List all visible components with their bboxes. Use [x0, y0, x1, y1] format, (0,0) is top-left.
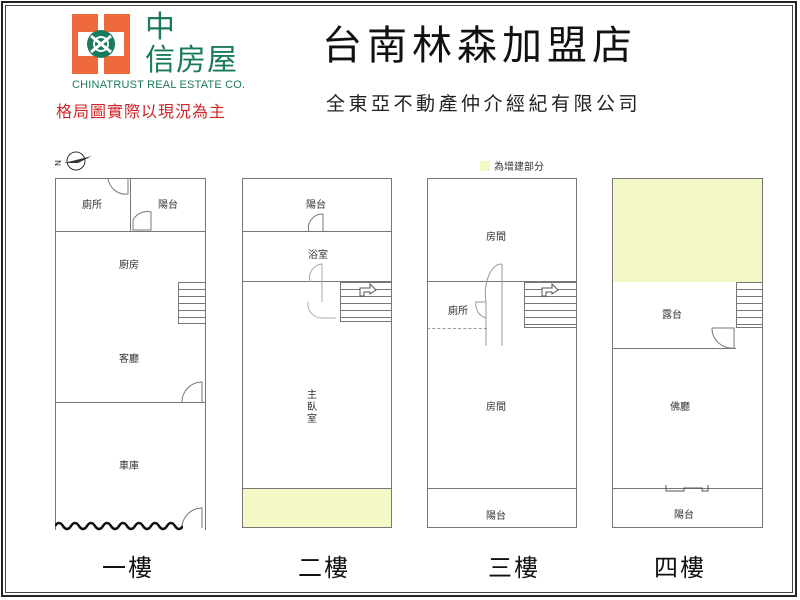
room-bedroom-3f-front: 房間 [486, 232, 506, 243]
room-terrace-4f: 露台 [662, 310, 682, 321]
sliding-door-icon [665, 485, 709, 492]
svg-text:N: N [54, 160, 63, 166]
door-icon [307, 263, 336, 319]
room-kitchen-1f: 廚房 [119, 260, 139, 271]
door-icon [711, 327, 735, 349]
brand-name-en: CHINATRUST REAL ESTATE CO. [72, 79, 246, 91]
room-balcony-1f: 陽台 [158, 200, 178, 211]
company-name: 全東亞不動產仲介經紀有限公司 [326, 93, 642, 115]
floor-plan-2f [242, 178, 392, 528]
garage-shutter-icon [55, 521, 183, 531]
stair-direction-arrow-icon [541, 282, 559, 297]
room-balcony-4f: 陽台 [674, 510, 694, 521]
room-master-bedroom-2f: 主 臥 室 [307, 390, 317, 425]
room-buddha-hall-4f: 佛廳 [670, 402, 690, 413]
floor-plan-3f [427, 178, 577, 528]
room-garage-1f: 車庫 [119, 461, 139, 472]
floor-plan-1f [55, 178, 206, 530]
stairs-4f [736, 282, 763, 328]
room-living-1f: 客廳 [119, 354, 139, 365]
room-toilet-1f: 廁所 [82, 200, 102, 211]
floor-label-4f: 四樓 [654, 554, 706, 582]
door-icon [181, 507, 203, 529]
inner-frame [5, 5, 793, 593]
store-title: 台南林森加盟店 [322, 23, 637, 69]
brand-name-cn-line1: 中 [145, 10, 175, 45]
room-toilet-3f: 廁所 [448, 306, 468, 317]
added-area-4f [613, 179, 762, 282]
chinatrust-logo-icon [72, 14, 130, 74]
disclaimer: 格局圖實際以現況為主 [56, 102, 227, 121]
door-icon [307, 213, 324, 233]
room-balcony-2f: 陽台 [306, 200, 326, 211]
legend: 為增建部分 [480, 158, 544, 173]
floor-label-3f: 三樓 [488, 554, 540, 582]
door-icon [107, 177, 129, 195]
north-arrow-icon: N [54, 151, 92, 171]
added-area-swatch [480, 160, 490, 171]
room-bathroom-2f: 浴室 [308, 250, 328, 261]
added-area-2f [243, 488, 391, 527]
room-bedroom-3f-rear: 房間 [486, 402, 506, 413]
floor-label-2f: 二樓 [298, 554, 350, 582]
door-icon [181, 381, 203, 403]
door-icon [132, 211, 152, 231]
legend-label: 為增建部分 [494, 162, 544, 173]
stair-direction-arrow-icon [359, 282, 377, 297]
brand-name-cn-line2: 信房屋 [145, 43, 238, 78]
stairs-1f [178, 282, 206, 324]
door-icon [475, 263, 503, 346]
floor-label-1f: 一樓 [102, 554, 154, 582]
room-balcony-3f: 陽台 [486, 511, 506, 522]
